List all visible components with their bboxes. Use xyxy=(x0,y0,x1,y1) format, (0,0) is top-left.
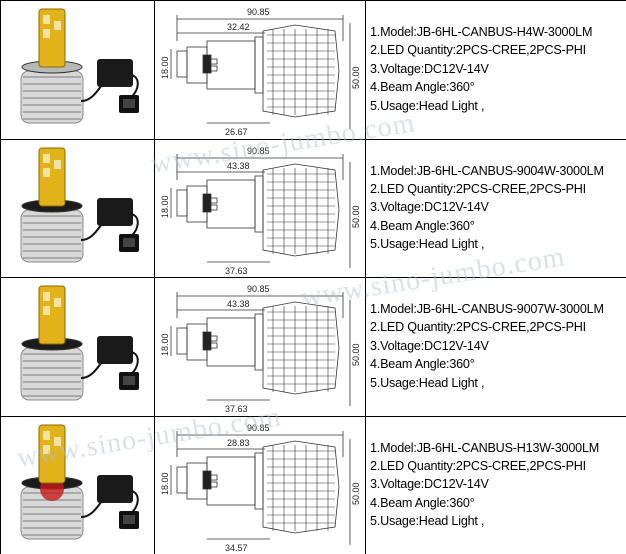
spec-list: 1.Model:JB-6HL-CANBUS-9007W-3000LM 2.LED … xyxy=(367,278,626,392)
dimension-drawing-cell: 90.85 43.38 37.63 18.00 50.00 xyxy=(154,277,366,417)
bulb-photo xyxy=(20,285,139,401)
product-row: 90.85 43.38 37.63 18.00 50.00 1.Model:JB-6HL-… xyxy=(0,277,626,417)
spec-list: 1.Model:JB-6HL-CANBUS-H4W-3000LM 2.LED Qu… xyxy=(367,1,626,115)
dimension-label: 18.00 xyxy=(160,472,170,495)
spec-cell: 1.Model:JB-6HL-CANBUS-H4W-3000LM 2.LED Qu… xyxy=(365,0,626,140)
spec-item: 3.Voltage:DC12V-14V xyxy=(370,477,489,492)
dimension-label: 50.00 xyxy=(351,205,361,228)
spec-item: 3.Voltage:DC12V-14V xyxy=(370,200,489,215)
dimension-drawing-cell: 90.85 32.42 26.67 18.00 50.00 xyxy=(154,0,366,140)
product-row: 90.85 43.38 37.63 18.00 50.00 1.Model:JB-6HL-… xyxy=(0,138,626,278)
9004-led-headlight-bulb-icon xyxy=(20,147,139,262)
dimension-label: 50.00 xyxy=(351,343,361,366)
product-photo-cell xyxy=(0,415,155,554)
dimension-label: 43.38 xyxy=(227,161,250,171)
spec-cell: 1.Model:JB-6HL-CANBUS-H13W-3000LM 2.LED Q… xyxy=(365,415,626,554)
spec-item: 1.Model:JB-6HL-CANBUS-H4W-3000LM xyxy=(370,25,593,39)
spec-item: 5.Usage:Head Light , xyxy=(370,514,485,529)
dimension-label: 28.83 xyxy=(227,438,250,448)
spec-item: 5.Usage:Head Light , xyxy=(370,98,485,113)
product-photo-cell xyxy=(0,138,155,278)
spec-cell: 1.Model:JB-6HL-CANBUS-9004W-3000LM 2.LED … xyxy=(365,138,626,278)
technical-drawing xyxy=(170,430,351,545)
h13-led-headlight-bulb-icon xyxy=(20,424,139,539)
dimension-label: 34.57 xyxy=(225,543,248,553)
spec-item: 2.LED Quantity:2PCS-CREE,2PCS-PHI xyxy=(370,43,586,58)
product-photo-cell xyxy=(0,277,155,417)
spec-list: 1.Model:JB-6HL-CANBUS-9004W-3000LM 2.LED … xyxy=(367,140,626,254)
dimension-label: 18.00 xyxy=(160,333,170,356)
spec-item: 4.Beam Angle:360° xyxy=(370,495,475,510)
dimension-label: 26.67 xyxy=(225,127,248,137)
bulb-photo xyxy=(20,424,139,539)
dimension-label: 90.85 xyxy=(247,284,270,294)
h4-led-headlight-bulb-icon xyxy=(20,8,139,124)
spec-item: 4.Beam Angle:360° xyxy=(370,357,475,372)
dimension-label: 32.42 xyxy=(227,22,250,32)
spec-item: 1.Model:JB-6HL-CANBUS-9004W-3000LM xyxy=(370,163,604,178)
dimension-label: 50.00 xyxy=(351,482,361,505)
spec-item: 2.LED Quantity:2PCS-CREE,2PCS-PHI xyxy=(370,181,586,196)
dimension-label: 90.85 xyxy=(247,423,270,433)
spec-item: 2.LED Quantity:2PCS-CREE,2PCS-PHI xyxy=(370,320,586,335)
spec-item: 1.Model:JB-6HL-CANBUS-H13W-3000LM xyxy=(370,440,600,455)
technical-drawing xyxy=(170,15,351,129)
spec-item: 4.Beam Angle:360° xyxy=(370,80,475,95)
spec-item: 5.Usage:Head Light , xyxy=(370,375,485,390)
spec-list: 1.Model:JB-6HL-CANBUS-H13W-3000LM 2.LED Q… xyxy=(367,417,626,531)
dimension-label: 90.85 xyxy=(247,7,270,17)
dimension-drawing-cell: 90.85 43.38 37.63 18.00 50.00 xyxy=(154,138,366,278)
bulb-photo xyxy=(20,8,139,124)
spec-item: 3.Voltage:DC12V-14V xyxy=(370,61,489,76)
spec-item: 3.Voltage:DC12V-14V xyxy=(370,338,489,353)
product-photo-cell xyxy=(0,0,155,140)
technical-drawing xyxy=(170,292,351,406)
dimension-label: 18.00 xyxy=(160,56,170,79)
dimension-label: 37.63 xyxy=(225,266,248,276)
spec-item: 4.Beam Angle:360° xyxy=(370,218,475,233)
spec-item: 2.LED Quantity:2PCS-CREE,2PCS-PHI xyxy=(370,458,586,473)
dimension-label: 90.85 xyxy=(247,146,270,156)
dimension-label: 37.63 xyxy=(225,404,248,414)
product-row: 90.85 32.42 26.67 18.00 50.00 1.Model:JB-6HL-… xyxy=(0,0,626,140)
dimension-label: 18.00 xyxy=(160,195,170,218)
dimension-drawing-cell: 90.85 28.83 34.57 18.00 50.00 xyxy=(154,415,366,554)
bulb-photo xyxy=(20,147,139,262)
spec-item: 1.Model:JB-6HL-CANBUS-9007W-3000LM xyxy=(370,302,604,316)
spec-item: 5.Usage:Head Light , xyxy=(370,237,485,252)
product-row: 90.85 28.83 34.57 18.00 50.00 1.Model:JB-6HL-… xyxy=(0,415,626,554)
technical-drawing xyxy=(170,153,351,268)
9007-led-headlight-bulb-icon xyxy=(20,285,139,401)
spec-cell: 1.Model:JB-6HL-CANBUS-9007W-3000LM 2.LED … xyxy=(365,277,626,417)
dimension-label: 43.38 xyxy=(227,299,250,309)
dimension-label: 50.00 xyxy=(351,66,361,89)
